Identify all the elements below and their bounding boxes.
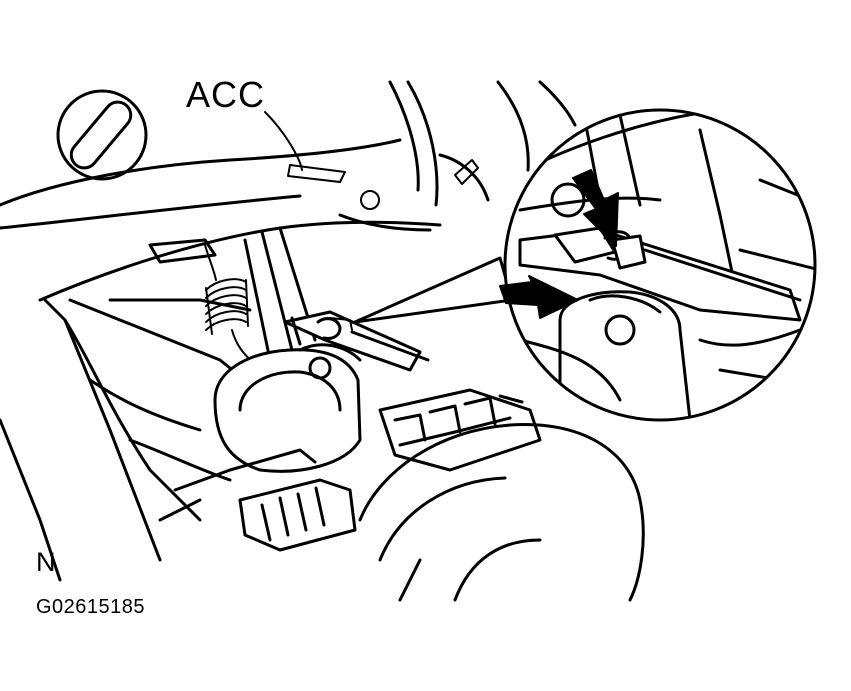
figure-code: G02615185 <box>36 596 146 618</box>
steering-shaft-hub <box>358 422 645 602</box>
push-arrow-icon <box>499 169 619 319</box>
key-position-label: ACC <box>186 74 266 115</box>
magnified-detail <box>503 108 817 422</box>
steering-column-cover <box>0 80 577 302</box>
corner-letter: N <box>36 547 56 577</box>
detail-callout-pointer <box>353 256 514 324</box>
lever-rod-main <box>283 310 430 372</box>
key-lock-housing <box>213 343 362 473</box>
wiring-connectors <box>158 388 542 552</box>
ignition-key-slot-icon <box>56 89 148 181</box>
